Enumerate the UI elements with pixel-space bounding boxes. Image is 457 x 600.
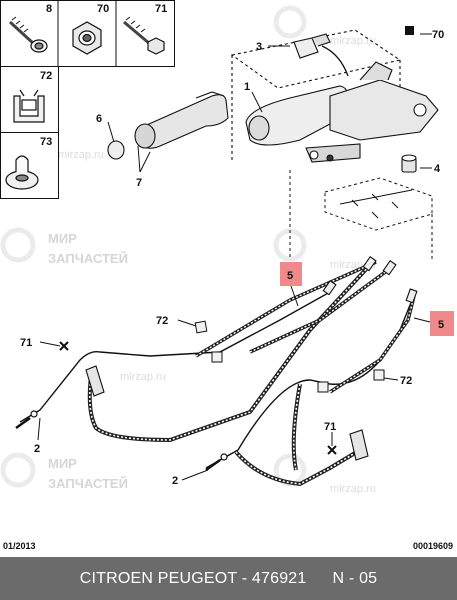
watermark-layer: МИР ЗАПЧАСТЕЙ МИР ЗАПЧАСТЕЙ mirzap.ru mi… xyxy=(0,5,376,495)
callout-70: 70 xyxy=(432,29,444,41)
brake-cables xyxy=(15,260,416,487)
grid-label-71: 71 xyxy=(155,3,167,15)
leader-line xyxy=(137,145,151,173)
diagram-date: 01/2013 xyxy=(3,541,36,551)
anchor-bracket-icon xyxy=(85,365,369,461)
callout-5-left: 5 xyxy=(287,270,293,282)
callout-4: 4 xyxy=(434,163,441,175)
watermark-domain: mirzap.ru xyxy=(330,483,376,495)
bolt-icon xyxy=(123,16,165,55)
leader-line xyxy=(107,121,115,143)
watermark-text: ЗАПЧАСТЕЙ xyxy=(48,476,128,491)
grid-label-8: 8 xyxy=(46,3,52,15)
leader-lines xyxy=(37,33,432,481)
highlight-box xyxy=(430,311,454,336)
handbrake-lever-assembly xyxy=(230,29,439,163)
cable-clip-icon xyxy=(13,89,45,123)
watermark-logo-icon xyxy=(0,5,307,488)
watermark-domain: mirzap.ru xyxy=(330,35,376,47)
grid-label-72: 72 xyxy=(40,70,52,82)
mounting-plate xyxy=(289,170,433,260)
grid-label-73: 73 xyxy=(40,136,52,148)
parts-grid-numbers: 8 70 71 72 73 xyxy=(40,3,167,148)
caption-bar: CITROEN PEUGEOT - 476921 N - 05 xyxy=(0,557,457,600)
watermark-text: МИР xyxy=(48,231,77,246)
cable-terminal-icon xyxy=(322,256,418,304)
highlight-box xyxy=(280,262,302,286)
cable-clip-icon xyxy=(194,320,385,393)
caption-brand: CITROEN PEUGEOT - 476921 xyxy=(79,569,307,587)
push-fastener-icon xyxy=(5,155,39,190)
hex-nut-icon xyxy=(72,21,102,55)
diagram-code: 00019609 xyxy=(412,541,453,551)
switch-clip-icon xyxy=(293,33,331,59)
watermark-text: ЗАПЧАСТЕЙ xyxy=(48,251,128,266)
callout-2-left: 2 xyxy=(34,443,40,455)
screw-icon xyxy=(8,16,48,53)
cross-marker-icon xyxy=(59,341,337,455)
callout-labels: 3 70 1 4 6 7 5 5 72 72 71 71 2 2 xyxy=(20,29,444,487)
callout-7: 7 xyxy=(136,177,142,189)
callout-1: 1 xyxy=(244,81,250,93)
callout-72-left: 72 xyxy=(156,315,168,327)
caption-page: N - 05 xyxy=(332,569,378,587)
callout-3: 3 xyxy=(256,41,262,53)
callout-72-right: 72 xyxy=(400,375,412,387)
leader-arrow xyxy=(321,45,349,77)
watermark-domain: mirzap.ru xyxy=(120,371,166,383)
callout-5-right: 5 xyxy=(438,319,444,331)
callout-71-right: 71 xyxy=(324,421,336,433)
lever-grip xyxy=(107,91,229,160)
callout-2-right: 2 xyxy=(172,475,178,487)
callout-6: 6 xyxy=(96,113,102,125)
watermark-domain: mirzap.ru xyxy=(58,149,104,161)
square-marker-icon xyxy=(405,26,414,35)
callout-71-left: 71 xyxy=(20,337,32,349)
grommet-icon xyxy=(401,154,417,173)
grid-label-70: 70 xyxy=(97,3,109,15)
parts-grid xyxy=(0,0,175,199)
watermark-text: МИР xyxy=(48,456,77,471)
